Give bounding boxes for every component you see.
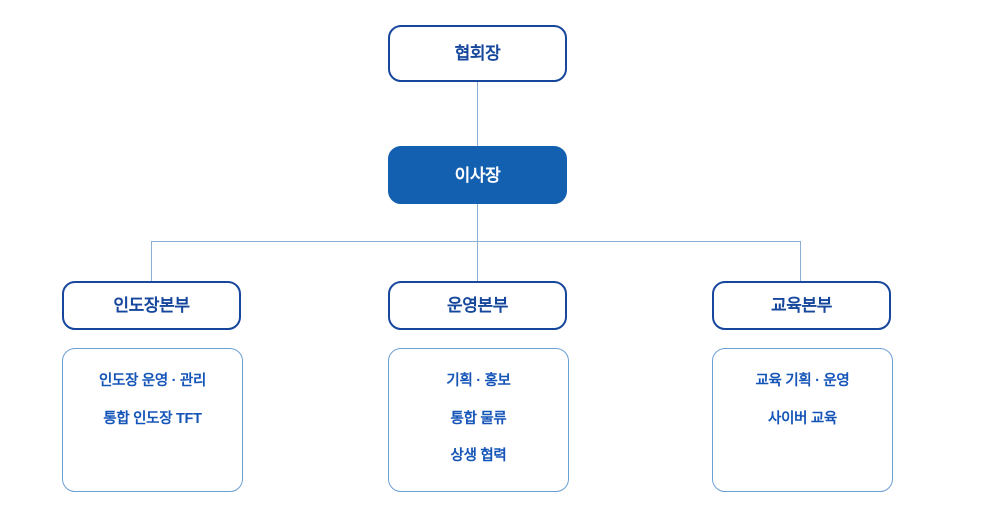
node-department-2-label: 운영본부 [447, 296, 508, 315]
node-chairman-label: 협회장 [454, 44, 501, 63]
content-item: 기획 · 홍보 [446, 373, 511, 389]
connector-horizontal-bus [151, 241, 801, 242]
content-box-department-1: 인도장 운영 · 관리 통합 인도장 TFT [62, 348, 243, 492]
node-department-2[interactable]: 운영본부 [388, 281, 567, 330]
node-managing-director-label: 이사장 [454, 165, 501, 185]
node-department-1[interactable]: 인도장본부 [62, 281, 241, 330]
content-box-department-3: 교육 기획 · 운영 사이버 교육 [712, 348, 893, 492]
connector-director-stem [477, 204, 478, 282]
content-item: 교육 기획 · 운영 [755, 373, 850, 389]
content-item: 사이버 교육 [768, 410, 837, 427]
node-chairman[interactable]: 협회장 [388, 25, 567, 82]
content-item: 인도장 운영 · 관리 [99, 373, 206, 389]
content-item: 통합 물류 [450, 410, 507, 427]
content-box-department-2: 기획 · 홍보 통합 물류 상생 협력 [388, 348, 569, 492]
content-item: 통합 인도장 TFT [103, 410, 202, 427]
node-department-1-label: 인도장본부 [113, 296, 190, 315]
content-item: 상생 협력 [450, 448, 507, 464]
node-managing-director[interactable]: 이사장 [388, 146, 567, 204]
connector-drop-department-3 [800, 241, 801, 282]
connector-chairman-to-director [477, 82, 478, 146]
node-department-3-label: 교육본부 [771, 296, 832, 315]
node-department-3[interactable]: 교육본부 [712, 281, 891, 330]
connector-drop-department-1 [151, 241, 152, 282]
